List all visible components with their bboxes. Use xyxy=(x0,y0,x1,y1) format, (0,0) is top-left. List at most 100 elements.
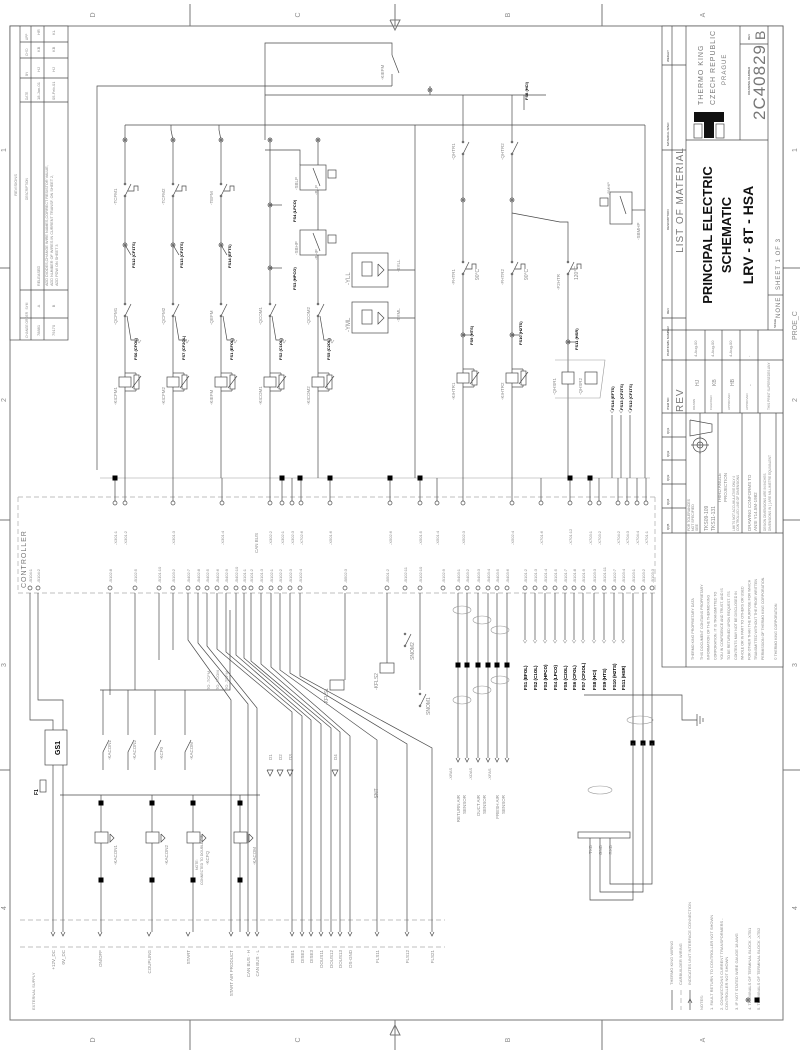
fuse-label: FS4 (LPCO) xyxy=(292,199,297,222)
standard-ref: TKS11-131 xyxy=(711,506,717,531)
b-pin-label: -B101:3 xyxy=(533,568,538,583)
controller-b-pin xyxy=(287,585,293,591)
x-pin-label: -X703:2 xyxy=(597,530,602,545)
limits-note: LIMITS NOT ACCUMULATIVE ONLY # xyxy=(732,476,736,531)
arrow-icon xyxy=(571,639,577,644)
row-number-left: 2 xyxy=(1,398,8,402)
fuse-label: FS14 (EFTS) xyxy=(610,386,615,410)
interface-connector-icon xyxy=(475,757,481,763)
controller-b-pin xyxy=(223,585,229,591)
relay-coil-icon xyxy=(561,371,575,385)
controller-b-pin xyxy=(277,585,283,591)
revision-description: ADD NUMBER OF WIRES IN CURRENT TRANSF. O… xyxy=(50,175,54,286)
b-pin-label: -B103:3 xyxy=(650,568,655,583)
proprietary-notice: TO BE RETURNED UPON REQUEST. ITS xyxy=(727,591,731,660)
relay-coil-label: -KICOM1 xyxy=(258,386,263,405)
fuse-label: FS13 (CF2TS) xyxy=(619,383,624,410)
scale-value: NONE xyxy=(776,297,782,318)
x-pin-label: -X701:1 xyxy=(644,530,649,545)
revision-description: ADD PDW ON SHEET 3 xyxy=(55,245,59,287)
switch-contact-icon xyxy=(419,693,427,707)
to-label: TO -TCFM xyxy=(206,671,211,690)
interface-label: COUPLING xyxy=(147,950,152,974)
controller-x-pin xyxy=(298,500,304,506)
list-header: QQ2 xyxy=(666,450,670,457)
relay-coil-icon xyxy=(186,831,201,844)
rev-box: REV xyxy=(675,388,686,412)
fuse-label: FS3 (HPCO) xyxy=(292,267,297,290)
interface-connector-icon xyxy=(494,757,500,763)
b-pin-label: -B403:5 xyxy=(495,568,500,583)
breaker-label: -QHTR2 xyxy=(500,143,505,160)
contact-point xyxy=(219,182,223,186)
contact-point xyxy=(123,302,127,306)
x-pin-label: -X701:12 xyxy=(568,528,573,545)
switch-contact-icon xyxy=(511,261,519,275)
fuse-label: FS1 (EFOL) xyxy=(523,665,528,690)
wire xyxy=(170,125,174,141)
sensor-label: SENSOR xyxy=(462,794,467,814)
fuse-label: F1 xyxy=(34,789,40,795)
contact-point xyxy=(316,314,320,318)
terminal-xtb2-square-icon xyxy=(567,475,573,481)
contact-point xyxy=(171,302,175,306)
terminal-xtb1-icon xyxy=(461,198,465,202)
sensor-label: FRESH AIR xyxy=(495,794,500,819)
b-pin-label: -B403:1 xyxy=(456,568,461,583)
row-number-right: 3 xyxy=(792,663,799,667)
diode-icon xyxy=(248,833,254,843)
terminal-xtb2-square-icon xyxy=(494,662,500,668)
approval-role: CHECKED xyxy=(709,394,713,410)
varistor-slash-icon xyxy=(276,375,287,389)
pressure-switch-body xyxy=(299,229,327,256)
wire xyxy=(270,593,351,932)
relay-coil-icon xyxy=(94,831,109,844)
arrow-icon xyxy=(618,409,624,414)
terminal-xtb2-square-icon xyxy=(149,877,155,883)
proprietary-notice: INFORMATION OF THE THERMO KING xyxy=(707,595,711,660)
switch-gap xyxy=(510,262,514,274)
list-header: QQ4 xyxy=(666,498,670,505)
b-pin-label: -B102:11 xyxy=(403,566,408,583)
controller-x-pin xyxy=(417,500,423,506)
list-header: PART/DWG NUMBER xyxy=(666,325,670,356)
controller-b-pin xyxy=(35,585,41,591)
x-pin-label: -X502:6 xyxy=(388,530,393,545)
arrow-icon xyxy=(601,639,607,644)
relay-coil-icon xyxy=(505,372,519,384)
wire xyxy=(555,359,606,399)
contact-point xyxy=(403,632,407,636)
x-pin-label: -X702:6 xyxy=(299,530,304,545)
b-pin-label: -B101:2 xyxy=(523,568,528,583)
controller-b-pin xyxy=(485,585,491,591)
interface-connector-icon xyxy=(185,931,191,937)
contact-point xyxy=(461,260,465,264)
relay-coil-label: -QHSR1 xyxy=(552,378,557,395)
wire xyxy=(154,739,162,770)
revision-checked: KB xyxy=(36,46,41,52)
b-pin-label: -B101:4 xyxy=(543,568,548,583)
controller-b-pin xyxy=(107,585,113,591)
terminal-xtb2-square-icon xyxy=(279,475,285,481)
row-number-left: 1 xyxy=(1,148,8,152)
interface-connector-icon xyxy=(299,931,305,937)
approval-name: - xyxy=(748,384,754,386)
b-pin-label: -B102:7 xyxy=(612,568,617,583)
controller-b-pin xyxy=(417,585,423,591)
relay-coil-label: -KIHTR2 xyxy=(500,382,505,400)
approval-role: APPROVED xyxy=(727,392,731,410)
limits-note: CONTROLLED LINE OF DIMENSIONS xyxy=(736,475,740,531)
switch-contact-icon xyxy=(567,261,575,275)
valve-label: -SYLL xyxy=(396,259,401,272)
interface-label: +12V_DC xyxy=(51,949,56,969)
company-name: THERMO KING xyxy=(698,45,705,105)
relay-coil-label: -KFLS2 xyxy=(374,673,380,690)
b-pin-label: -B104:1 xyxy=(28,568,33,583)
interface-connector-icon xyxy=(228,931,234,937)
serial-pin-label: RXD xyxy=(608,844,613,854)
interface-connector-icon xyxy=(254,931,260,937)
b-pin-label: -B102:2 xyxy=(278,568,283,583)
b-pin-label: -B102:9 xyxy=(441,568,446,583)
pressure-label: -BLP xyxy=(314,185,319,195)
terminal-xtb1-icon xyxy=(123,138,127,142)
